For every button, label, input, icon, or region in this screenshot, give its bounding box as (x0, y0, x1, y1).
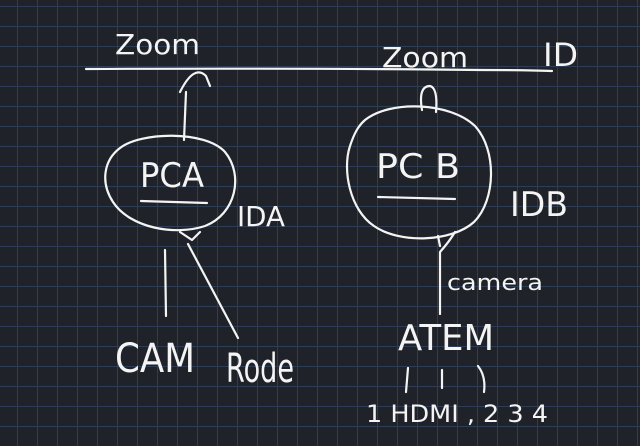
cam-label: CAM (115, 336, 195, 382)
zoom-line (84, 67, 554, 73)
pc-b-up-arrow (419, 84, 438, 114)
pc-a-up-arrow (178, 71, 212, 142)
id-a-label: IDA (237, 200, 285, 233)
id-label-top: ID (543, 36, 578, 74)
pc-b-down-connector (438, 230, 457, 316)
zoom-label-right: Zoom (382, 41, 468, 74)
atem-input-line-1 (404, 366, 410, 394)
rode-connector (178, 230, 240, 340)
pc-a-label: PCA (140, 156, 204, 196)
pc-a-node: PCA (104, 134, 237, 232)
cam-connector (163, 248, 168, 318)
pc-a-underline (139, 199, 209, 205)
pc-b-label: PC B (376, 147, 460, 187)
atem-label: ATEM (398, 318, 494, 359)
zoom-label-left: Zoom (115, 28, 200, 61)
pc-b-left-tick (436, 234, 442, 248)
hdmi-inputs-label: 1 HDMI , 2 3 4 (366, 400, 548, 428)
pc-b-underline (376, 195, 457, 201)
atem-input-line-3 (476, 364, 486, 394)
pc-b-ellipse (346, 105, 493, 240)
pc-a-ellipse (104, 134, 237, 232)
camera-label: camera (447, 271, 543, 296)
rode-label: Rode (226, 346, 294, 392)
id-b-label: IDB (510, 185, 568, 225)
pc-b-node: PC B (346, 105, 493, 240)
